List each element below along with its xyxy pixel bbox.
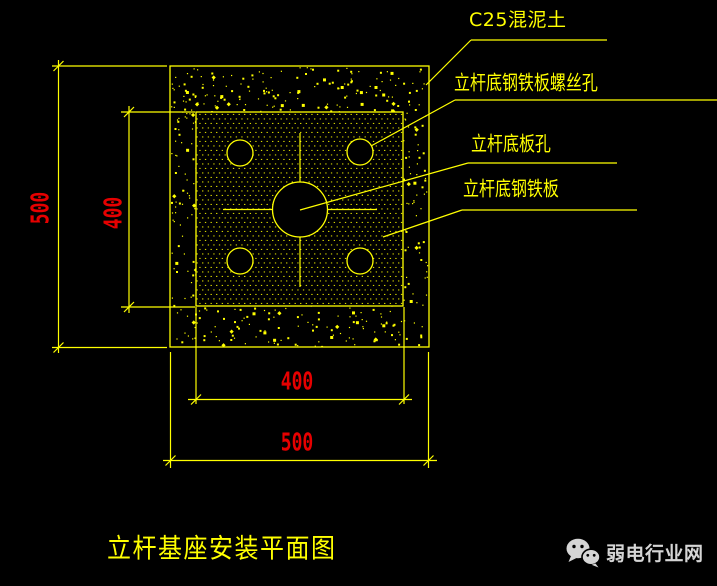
dimension-left-outer xyxy=(52,60,167,353)
watermark-text: 弱电行业网 xyxy=(606,543,704,565)
dimension-value-bottom-inner: 400 xyxy=(280,366,314,396)
drawing-title: 立杆基座安装平面图 xyxy=(107,532,337,565)
screw-hole-bottom-right xyxy=(346,247,374,275)
screw-hole-bottom-left xyxy=(226,247,254,275)
callout-label-base-plate: 立杆底钢铁板 xyxy=(463,177,559,202)
callout-label-concrete: C25混泥土 xyxy=(469,9,567,31)
concrete-base-outline xyxy=(169,65,430,348)
wechat-icon xyxy=(566,538,601,568)
dimension-linework xyxy=(52,60,437,468)
callout-label-base-plate-hole: 立杆底板孔 xyxy=(471,132,551,157)
callout-c25-leader xyxy=(425,39,607,86)
callout-leaders xyxy=(299,39,717,238)
screw-hole-top-left xyxy=(226,139,254,167)
center-hole-crosshair xyxy=(223,133,377,287)
dimension-value-left-inner: 400 xyxy=(98,196,128,230)
screw-holes xyxy=(226,138,374,275)
callout-screw-hole-leader xyxy=(370,99,717,147)
screw-hole-top-right xyxy=(346,138,374,166)
dimension-bottom-outer xyxy=(163,352,437,468)
callout-plate-hole-leader xyxy=(299,162,617,211)
watermark: 弱电行业网 xyxy=(564,537,704,568)
dimension-left-inner xyxy=(121,106,195,313)
dimension-value-left-outer: 500 xyxy=(25,191,55,225)
dimension-bottom-inner xyxy=(188,307,412,405)
dimension-value-bottom-outer: 500 xyxy=(280,427,314,457)
callout-label-screw-hole: 立杆底钢铁板螺丝孔 xyxy=(454,71,598,96)
callout-plate-leader xyxy=(382,209,637,238)
